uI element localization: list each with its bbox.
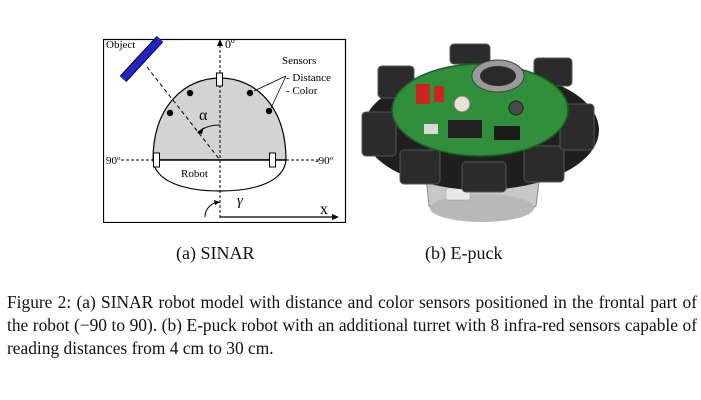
x-axis-arrow (332, 214, 339, 220)
chip (448, 120, 482, 138)
selector-knob (453, 95, 471, 113)
ir-sensor-block (449, 43, 491, 65)
left-sensor (153, 152, 160, 168)
ir-sensor-block (361, 111, 397, 157)
sensor-dot (246, 89, 254, 97)
sinar-diagram: Object 0º Sensors - Distance - Color α 9… (103, 35, 347, 223)
sensor-callout-line (253, 75, 287, 92)
object-bar (120, 36, 163, 82)
left-angle-label: 90º (106, 155, 121, 167)
epuck-photo (361, 43, 599, 222)
sensors-title: Sensors (282, 55, 316, 67)
red-switch (416, 84, 430, 104)
sensor-dot (186, 89, 194, 97)
x-axis-label: x (320, 201, 328, 218)
epuck-base-bottom (430, 194, 534, 222)
sensing-ray (146, 66, 221, 161)
right-sensor (269, 152, 276, 168)
component (424, 124, 438, 134)
alpha-arc-arrow (197, 127, 204, 134)
gamma-arc-arrow (214, 200, 220, 205)
front-sensor (216, 72, 223, 87)
sensor-dot (265, 107, 273, 115)
epuck-speaker-grill (480, 66, 516, 86)
ir-sensor-block (461, 161, 507, 193)
connector (508, 100, 524, 116)
vertical-axis-arrow (217, 39, 223, 46)
ir-sensor-block (523, 145, 565, 183)
subcaption-a: (a) SINAR (176, 243, 255, 263)
red-switch (434, 86, 444, 102)
zero-degree-label: 0º (225, 37, 235, 51)
alpha-arc (197, 124, 221, 133)
robot-label: Robot (181, 168, 208, 180)
alpha-label: α (199, 107, 208, 124)
object-label: Object (106, 39, 135, 51)
right-angle-label: -90º (315, 155, 334, 167)
gamma-label: γ (237, 193, 244, 209)
sensor-callout-line (270, 75, 287, 109)
chip (494, 126, 520, 140)
sensor-dot (166, 109, 174, 117)
figure-caption: Figure 2: (a) SINAR robot model with dis… (7, 292, 697, 358)
ir-sensor-block (399, 149, 441, 185)
sensors-item-color: - Color (286, 85, 318, 97)
sensors-item-distance: - Distance (286, 72, 331, 84)
subcaption-b: (b) E-puck (425, 243, 503, 263)
